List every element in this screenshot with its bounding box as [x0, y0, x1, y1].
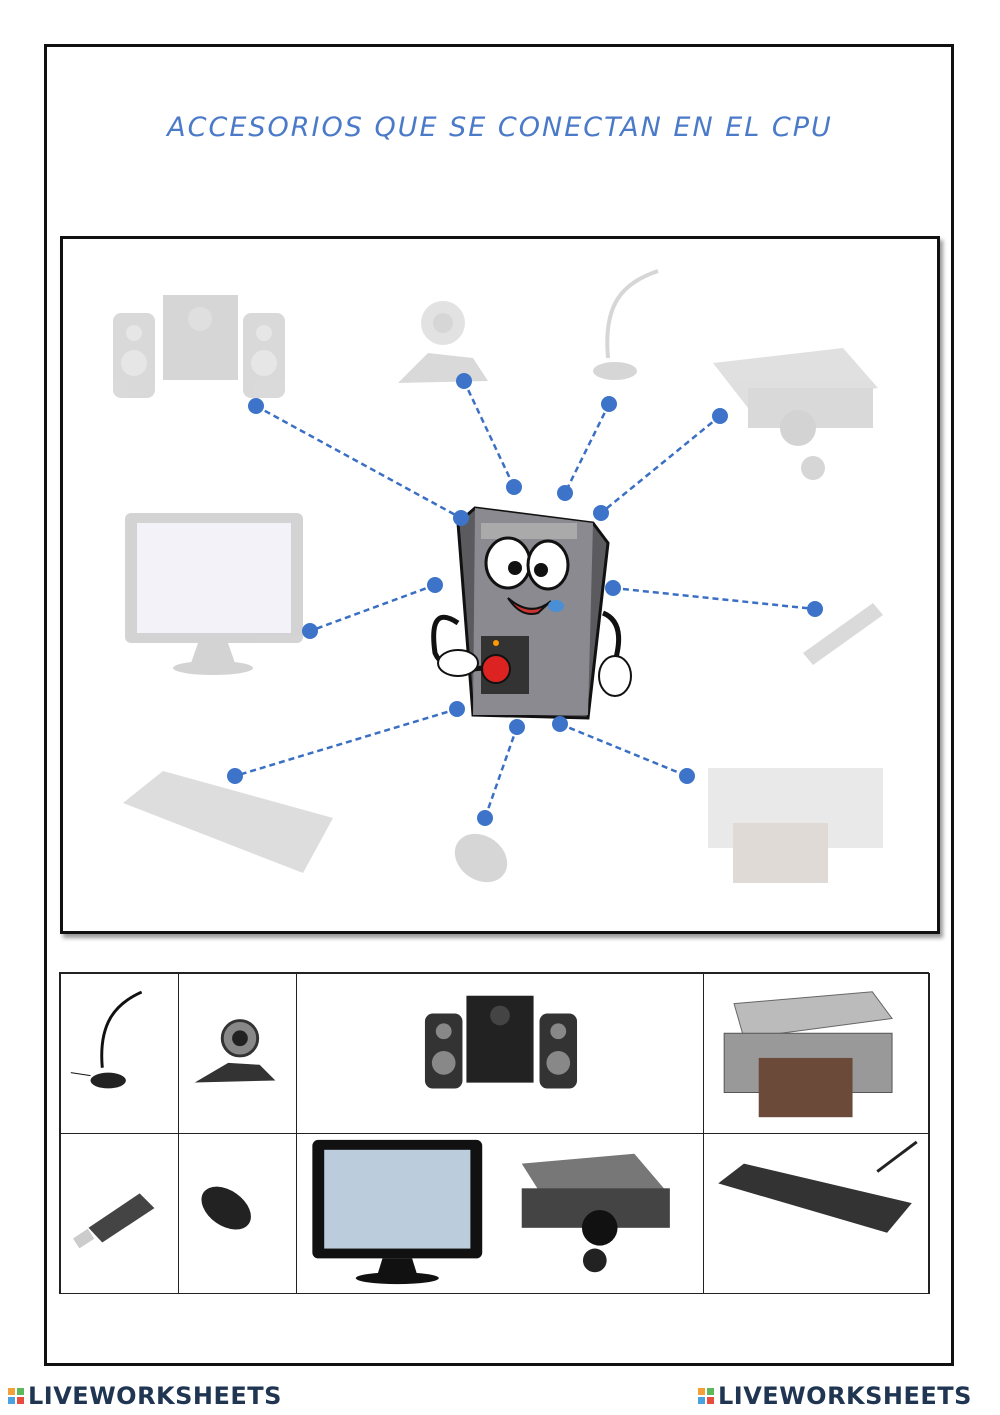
- dot-cpu-3[interactable]: [557, 485, 573, 501]
- dot-mouse[interactable]: [477, 810, 493, 826]
- printer-icon: [723, 991, 893, 1118]
- faded-microphone: [593, 269, 659, 380]
- connector-usb: [612, 586, 816, 611]
- usb-drive-icon: [72, 1193, 155, 1249]
- webcam-icon: [194, 1019, 276, 1083]
- connector-microphone: [563, 403, 611, 494]
- dot-printer[interactable]: [679, 768, 695, 784]
- dot-speakers[interactable]: [248, 398, 264, 414]
- liveworksheets-logo-icon: [8, 1388, 24, 1404]
- faded-projector: [713, 348, 878, 480]
- speakers-icon: [424, 995, 578, 1089]
- dot-cpu-4[interactable]: [593, 505, 609, 521]
- monitor-icon: [312, 1139, 670, 1285]
- keyboard-icon: [718, 1140, 918, 1233]
- connector-printer: [559, 722, 688, 778]
- connector-lines: [234, 380, 816, 819]
- dot-cpu-8[interactable]: [509, 719, 525, 735]
- watermark-right: LIVEWORKSHEETS: [698, 1382, 972, 1410]
- diagram-canvas: [113, 269, 883, 883]
- microphone-icon: [70, 990, 143, 1089]
- connector-monitor: [309, 583, 436, 633]
- watermark-left: LIVEWORKSHEETS: [8, 1382, 282, 1410]
- faded-keyboard: [123, 771, 333, 873]
- bank-cell-printer[interactable]: [703, 973, 930, 1134]
- faded-mouse: [454, 833, 508, 883]
- faded-monitor: [125, 513, 303, 675]
- dot-webcam[interactable]: [456, 373, 472, 389]
- faded-webcam: [398, 301, 488, 383]
- bank-cell-speakers[interactable]: [296, 973, 704, 1134]
- faded-usb: [803, 603, 883, 665]
- dot-usb[interactable]: [807, 601, 823, 617]
- connector-webcam: [462, 380, 516, 488]
- watermark-left-text: LIVEWORKSHEETS: [28, 1382, 282, 1410]
- matching-diagram: [60, 236, 940, 934]
- dot-cpu-6[interactable]: [605, 580, 621, 596]
- bank-cell-microphone[interactable]: [60, 973, 179, 1134]
- bank-cell-keyboard[interactable]: [703, 1133, 930, 1294]
- faded-printer: [708, 768, 883, 883]
- projector-icon: [521, 1153, 670, 1273]
- dot-cpu-2[interactable]: [506, 479, 522, 495]
- dot-cpu-7[interactable]: [449, 701, 465, 717]
- faded-speakers: [113, 295, 285, 398]
- bank-cell-webcam[interactable]: [178, 973, 297, 1134]
- bank-cell-usb-drive[interactable]: [60, 1133, 179, 1294]
- cpu-mascot: [431, 506, 632, 720]
- dot-cpu-1[interactable]: [453, 510, 469, 526]
- watermark-right-text: LIVEWORKSHEETS: [718, 1382, 972, 1410]
- dot-cpu-5[interactable]: [427, 577, 443, 593]
- dot-cpu-9[interactable]: [552, 716, 568, 732]
- dot-keyboard[interactable]: [227, 768, 243, 784]
- connector-keyboard: [234, 707, 458, 778]
- answer-bank-grid: [59, 972, 930, 1294]
- worksheet-title: ACCESORIOS QUE SE CONECTAN EN EL CPU: [167, 112, 833, 143]
- connector-mouse: [483, 726, 519, 819]
- worksheet-frame: [44, 44, 954, 1366]
- dot-projector[interactable]: [712, 408, 728, 424]
- dot-monitor[interactable]: [302, 623, 318, 639]
- connector-speakers: [255, 404, 462, 520]
- bank-cell-mouse[interactable]: [178, 1133, 297, 1294]
- connector-dots: [227, 373, 823, 826]
- bank-cell-monitor-projector[interactable]: [296, 1133, 704, 1294]
- connector-projector: [600, 415, 721, 514]
- liveworksheets-logo-icon: [698, 1388, 714, 1404]
- dot-microphone[interactable]: [601, 396, 617, 412]
- mouse-icon: [201, 1186, 251, 1230]
